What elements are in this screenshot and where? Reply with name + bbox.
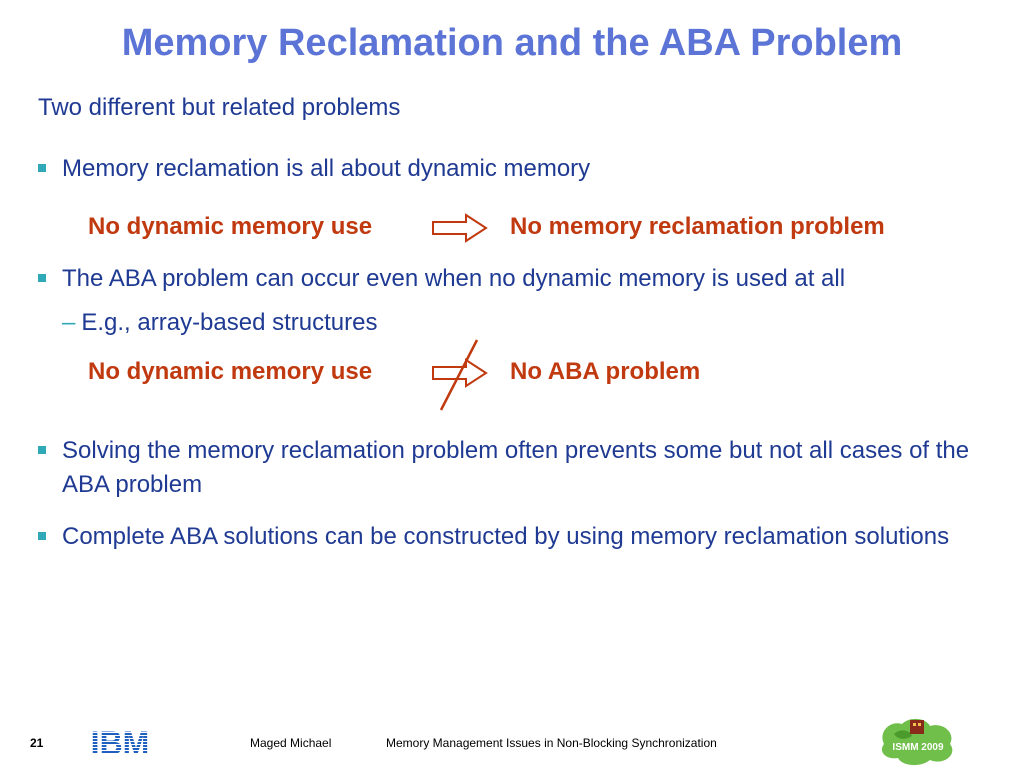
ismm-logo-text: ISMM 2009	[892, 742, 944, 753]
bullet-text: Memory reclamation is all about dynamic …	[62, 155, 591, 182]
implication-conclusion: No memory reclamation problem	[510, 213, 885, 240]
implies-arrow-icon	[432, 213, 488, 243]
bullet-item: The ABA problem can occur even when no d…	[38, 262, 1002, 296]
dash-bullet-icon: –	[62, 309, 76, 336]
bullet-text: Complete ABA solutions can be constructe…	[62, 523, 950, 550]
bullet-item: Memory reclamation is all about dynamic …	[38, 152, 1002, 186]
slide-title: Memory Reclamation and the ABA Problem	[121, 22, 903, 64]
implication-conclusion: No ABA problem	[510, 358, 701, 385]
ismm-2009-logo: ISMM 2009	[881, 718, 953, 766]
implication-premise: No dynamic memory use	[88, 213, 373, 240]
slide-footer: 21 IBM Maged Michael Memory Management I…	[0, 718, 1024, 768]
bullet-text: Solving the memory reclamation problem o…	[62, 437, 970, 498]
square-bullet-icon	[38, 532, 46, 540]
author-name: Maged Michael	[250, 736, 332, 750]
square-bullet-icon	[38, 446, 46, 454]
talk-title: Memory Management Issues in Non-Blocking…	[386, 736, 717, 750]
sub-bullet-item: –E.g., array-based structures	[62, 306, 377, 340]
slide-subtitle: Two different but related problems	[38, 94, 401, 121]
page-number: 21	[30, 736, 44, 750]
ibm-logo: IBM	[91, 725, 150, 760]
square-bullet-icon	[38, 164, 46, 172]
not-implies-arrow-icon	[432, 339, 488, 411]
ibm-logo-text: IBM	[91, 725, 150, 760]
bullet-item: Solving the memory reclamation problem o…	[38, 434, 1002, 502]
implication-premise: No dynamic memory use	[88, 358, 373, 385]
square-bullet-icon	[38, 274, 46, 282]
sub-bullet-text: E.g., array-based structures	[81, 309, 378, 336]
bullet-item: Complete ABA solutions can be constructe…	[38, 520, 1002, 554]
bullet-text: The ABA problem can occur even when no d…	[62, 265, 846, 292]
